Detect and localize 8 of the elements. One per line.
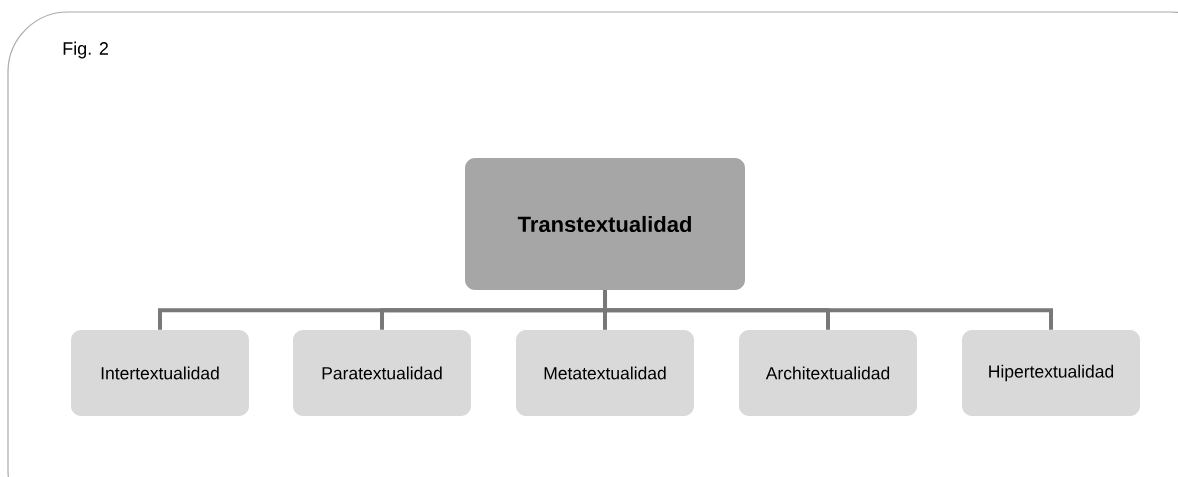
category-box: Intertextualidad — [71, 330, 249, 416]
figure-label: Fig. 2 — [63, 41, 108, 59]
category-box: Paratextualidad — [293, 330, 471, 416]
connector — [603, 290, 1053, 330]
root-box: Transtextualidad — [465, 158, 745, 290]
category-box: Metatextualidad — [516, 330, 694, 416]
category-box: Architextualidad — [739, 330, 917, 416]
category-box: Hipertextualidad — [962, 330, 1140, 416]
